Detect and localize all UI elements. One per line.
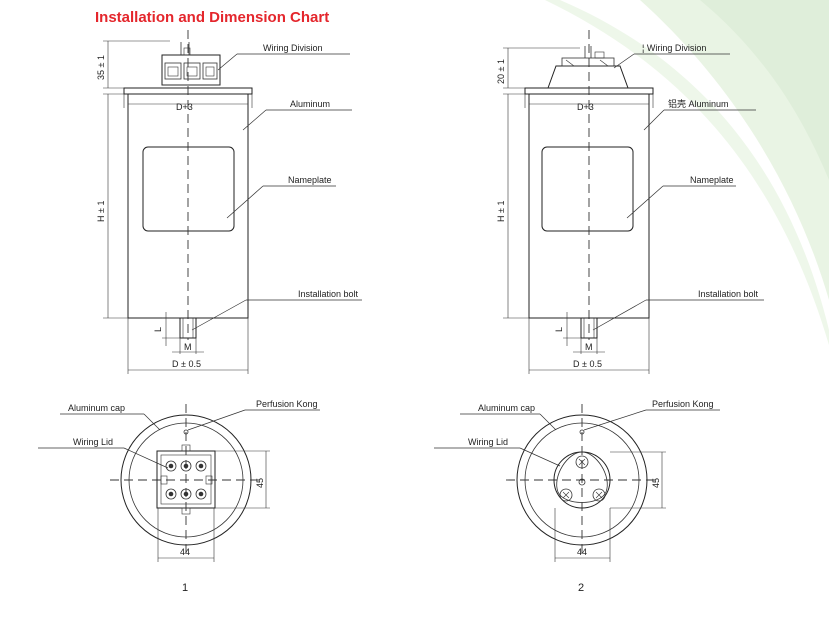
dim-d3-2: D+3	[577, 102, 594, 112]
perfusion-hole-1	[183, 429, 189, 435]
diagram-2-top-view: 45 44 Aluminum cap Perfusion Kong Wiring…	[434, 399, 720, 594]
nameplate-2	[541, 146, 634, 232]
dim-horizontal-1: 44	[180, 547, 190, 557]
dim-diameter-1: D ± 0.5	[172, 359, 201, 369]
dim-height-2: H ± 1	[496, 201, 506, 222]
dim-bolt-length-2: L	[554, 327, 564, 332]
wiring-lid-1	[156, 444, 216, 515]
diagram-number-1: 1	[182, 582, 188, 594]
label-perfusion-kong-2: Perfusion Kong	[652, 399, 714, 409]
label-perfusion-kong-1: Perfusion Kong	[256, 399, 318, 409]
label-aluminum-cap-2: Aluminum cap	[478, 403, 535, 413]
wiring-lid-2	[553, 451, 611, 509]
dim-diameter-2: D ± 0.5	[573, 359, 602, 369]
label-installation-bolt-2: Installation bolt	[698, 289, 759, 299]
label-wiring-division-1: Wiring Division	[263, 43, 323, 53]
label-installation-bolt-1: Installation bolt	[298, 289, 359, 299]
label-aluminum-2: 铝壳 Aluminum	[668, 98, 729, 109]
label-nameplate-1: Nameplate	[288, 175, 332, 185]
dim-top-height-1: 35 ± 1	[96, 55, 106, 80]
dim-top-height-2: 20 ± 1	[496, 59, 506, 84]
label-aluminum-cap-1: Aluminum cap	[68, 403, 125, 413]
dim-height-1: H ± 1	[96, 201, 106, 222]
dim-d3-1: D+3	[176, 102, 193, 112]
diagram-number-2: 2	[578, 582, 584, 594]
page-title: Installation and Dimension Chart	[95, 9, 330, 26]
background-swoosh	[545, 0, 829, 345]
diagram-1-side-view: D+3 35 ± 1 H ± 1 L M D ± 0.5 Wiring Divi…	[96, 30, 362, 374]
perfusion-hole-2	[579, 429, 585, 435]
dim-bolt-thread-2: M	[585, 342, 593, 352]
label-aluminum-1: Aluminum	[290, 99, 330, 109]
label-wiring-lid-1: Wiring Lid	[73, 437, 113, 447]
terminal-block-1	[161, 42, 221, 86]
diagram-1-top-view: 45 44 Aluminum cap Perfusion Kong Wiring…	[38, 399, 320, 594]
diagram-2-side-view: D+3 20 ± 1 H ± 1 L M D ± 0.5 ¦ Wiring Di…	[496, 30, 764, 374]
label-wiring-lid-2: Wiring Lid	[468, 437, 508, 447]
dim-vertical-1: 45	[255, 478, 265, 488]
label-nameplate-2: Nameplate	[690, 175, 734, 185]
dim-horizontal-2: 44	[577, 547, 587, 557]
label-wiring-division-2: ¦ Wiring Division	[642, 43, 706, 53]
nameplate-1	[142, 146, 235, 232]
dim-bolt-thread-1: M	[184, 342, 192, 352]
dim-vertical-2: 45	[651, 478, 661, 488]
dim-bolt-length-1: L	[153, 327, 163, 332]
